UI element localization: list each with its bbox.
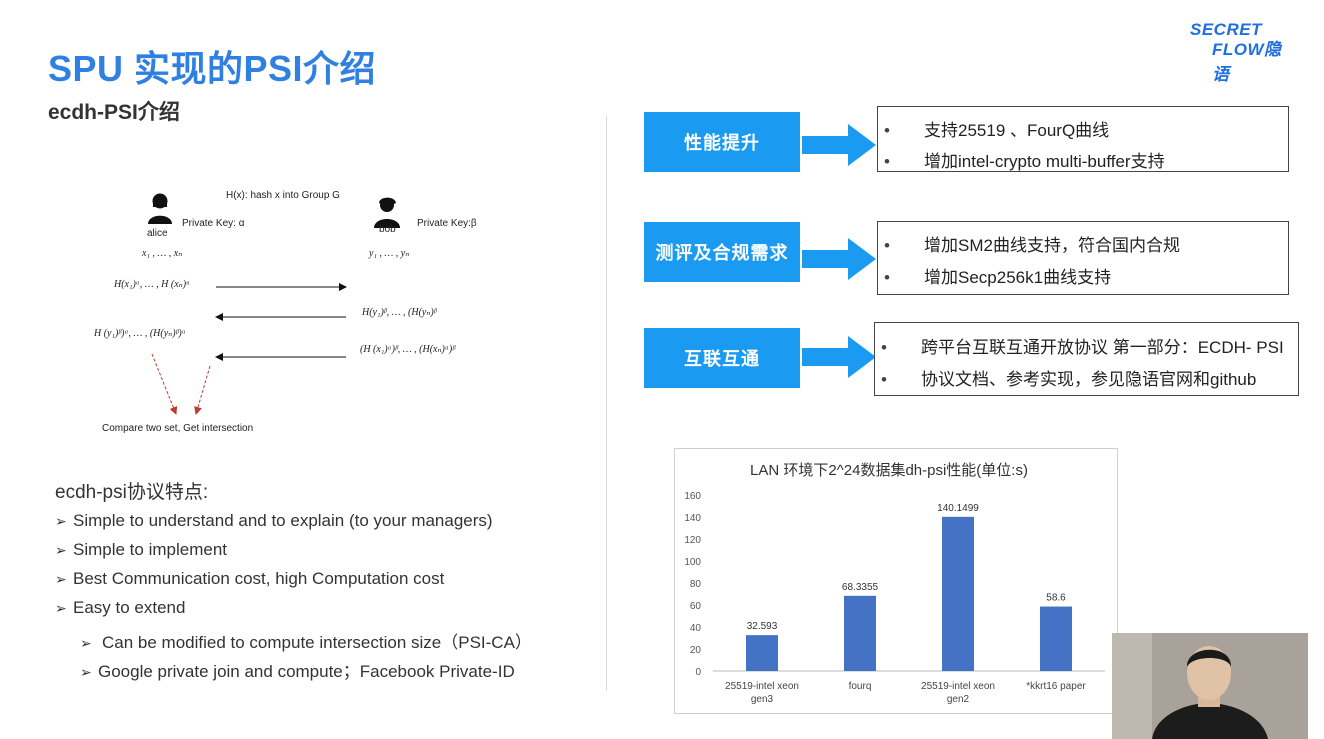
message-4: (H (x₁)ᵅ)ᵝ, … , (H(xₙ)ᵅ)ᵝ bbox=[360, 344, 456, 355]
bullet-item: •增加intel-crypto multi-buffer支持 bbox=[884, 152, 1165, 171]
bar bbox=[844, 595, 876, 671]
right-arrow-icon bbox=[802, 238, 876, 280]
arrow-bullet-icon: ➢ bbox=[80, 664, 92, 680]
webcam-video bbox=[1112, 633, 1308, 739]
bullets-interconnect: •跨平台互联互通开放协议 第一部分：ECDH- PSI •协议文档、参考实现，参… bbox=[874, 322, 1299, 396]
y-tick-label: 40 bbox=[690, 623, 702, 634]
bullet-item: •协议文档、参考实现，参见隐语官网和github bbox=[881, 370, 1257, 389]
bullet-item: •增加SM2曲线支持，符合国内合规 bbox=[884, 236, 1180, 255]
y-tick-label: 0 bbox=[695, 667, 701, 678]
bar-chart-svg: LAN 环境下2^24数据集dh-psi性能(单位:s) 0 20 40 60 80 10… bbox=[684, 461, 1105, 705]
bar bbox=[746, 635, 778, 671]
alice-set: x₁ , … , xₙ bbox=[142, 248, 183, 259]
vertical-divider bbox=[606, 116, 607, 690]
y-tick-label: 140 bbox=[684, 513, 701, 524]
bar bbox=[1040, 606, 1072, 671]
dashed-arrow-left bbox=[151, 353, 178, 415]
feature-item: ➢Easy to extend bbox=[55, 598, 186, 617]
y-tick-label: 100 bbox=[684, 557, 701, 568]
x-tick-label: *kkrt16 paper bbox=[1026, 681, 1086, 692]
compare-caption: Compare two set, Get intersection bbox=[102, 423, 254, 434]
bullets-performance: •支持25519 、FourQ曲线 •增加intel-crypto multi-… bbox=[877, 106, 1289, 172]
bob-set: y₁ , … , yₙ bbox=[369, 248, 410, 259]
performance-chart: LAN 环境下2^24数据集dh-psi性能(单位:s) 0 20 40 60 80 10… bbox=[674, 448, 1118, 714]
feature-item: ➢Simple to implement bbox=[55, 540, 228, 559]
y-tick-label: 20 bbox=[690, 645, 702, 656]
bob-avatar-icon bbox=[374, 197, 400, 228]
diagram-arrows bbox=[151, 283, 347, 415]
x-tick-label: 25519-intel xeon bbox=[921, 681, 995, 692]
x-tick-label: gen3 bbox=[751, 694, 774, 705]
bar-value-label: 68.3355 bbox=[842, 582, 879, 593]
bar bbox=[942, 516, 974, 671]
right-arrow-icon bbox=[802, 336, 876, 378]
feature-item: ➢Best Communication cost, high Computati… bbox=[55, 569, 445, 588]
bullet-item: •支持25519 、FourQ曲线 bbox=[884, 121, 1110, 140]
bullet-item: •增加Secp256k1曲线支持 bbox=[884, 268, 1112, 287]
bar-value-label: 140.1499 bbox=[937, 503, 979, 514]
ecdh-psi-diagram: H(x): hash x into Group G alice Private … bbox=[60, 182, 500, 442]
x-tick-label: fourq bbox=[849, 681, 872, 692]
bullet-item: •跨平台互联互通开放协议 第一部分：ECDH- PSI bbox=[881, 338, 1284, 357]
bar-value-label: 58.6 bbox=[1046, 593, 1066, 604]
category-performance: 性能提升 bbox=[644, 112, 800, 172]
chart-title: LAN 环境下2^24数据集dh-psi性能(单位:s) bbox=[750, 461, 1028, 479]
presenter-icon bbox=[1112, 633, 1308, 739]
bullets-compliance: •增加SM2曲线支持，符合国内合规 •增加Secp256k1曲线支持 bbox=[877, 221, 1289, 295]
x-tick-label: 25519-intel xeon bbox=[725, 681, 799, 692]
arrow-bullet-icon: ➢ bbox=[80, 635, 92, 651]
alice-label: alice bbox=[147, 228, 168, 239]
hash-definition: H(x): hash x into Group G bbox=[226, 190, 340, 201]
y-tick-label: 80 bbox=[690, 579, 702, 590]
alice-avatar-icon bbox=[148, 193, 172, 224]
y-tick-label: 160 bbox=[684, 491, 701, 502]
bob-label: bob bbox=[379, 224, 396, 235]
slide-subtitle: ecdh-PSI介绍 bbox=[48, 101, 180, 124]
category-compliance: 测评及合规需求 bbox=[644, 222, 800, 282]
logo-line2: FLOW隐语 bbox=[1212, 40, 1282, 84]
arrow-bullet-icon: ➢ bbox=[55, 600, 67, 616]
logo-line1: SECRET bbox=[1190, 20, 1262, 39]
feature-item: ➢Simple to understand and to explain (to… bbox=[55, 511, 493, 530]
alice-private-key: Private Key: α bbox=[182, 218, 245, 229]
slide-title: SPU 实现的PSI介绍 bbox=[48, 48, 377, 89]
feature-subitem: ➢Google private join and compute；Faceboo… bbox=[80, 662, 515, 681]
arrow-bullet-icon: ➢ bbox=[55, 542, 67, 558]
bar-value-label: 32.593 bbox=[747, 621, 778, 632]
y-tick-label: 60 bbox=[690, 601, 702, 612]
x-tick-label: gen2 bbox=[947, 694, 970, 705]
bob-private-key: Private Key:β bbox=[417, 218, 477, 229]
message-2: H(y₁)ᵝ, … , (H(yₙ)ᵝ bbox=[362, 307, 437, 318]
arrow-bullet-icon: ➢ bbox=[55, 513, 67, 529]
feature-subitem: ➢Can be modified to compute intersection… bbox=[80, 633, 532, 652]
features-title: ecdh-psi协议特点: bbox=[55, 482, 209, 503]
message-3: H (y₁)ᵝ)ᵅ, … , (H(yₙ)ᵝ)ᵅ bbox=[94, 328, 186, 339]
secretflow-logo: SECRET FLOW隐语 bbox=[1188, 20, 1298, 84]
message-1: H(x₁)ᵅ, … , H (xₙ)ᵅ bbox=[114, 279, 191, 290]
category-interconnect: 互联互通 bbox=[644, 328, 800, 388]
y-tick-label: 120 bbox=[684, 535, 701, 546]
arrow-bullet-icon: ➢ bbox=[55, 571, 67, 587]
right-arrow-icon bbox=[802, 124, 876, 166]
dashed-arrow-right bbox=[194, 365, 211, 415]
